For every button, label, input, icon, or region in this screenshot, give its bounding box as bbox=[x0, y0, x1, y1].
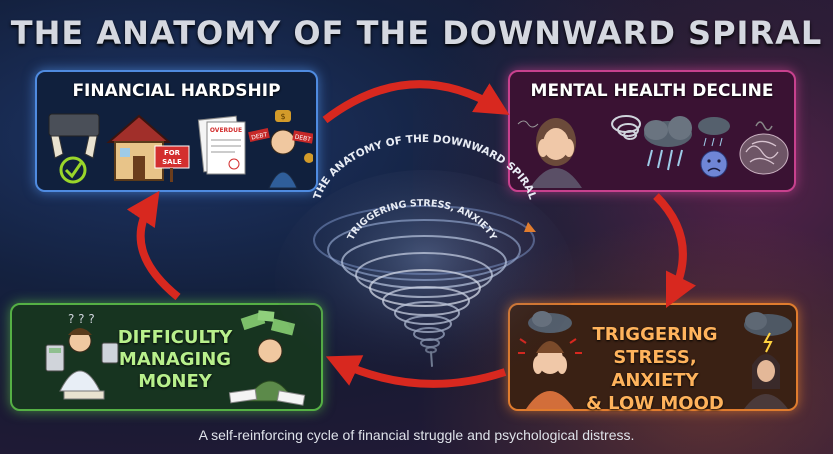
svg-text:$: $ bbox=[280, 112, 285, 121]
confused-man-icon: ? ? ? bbox=[45, 312, 119, 400]
difficulty-illustration: ? ? ? bbox=[45, 310, 306, 406]
difficulty-managing-money-label: DIFFICULTY MANAGING MONEY bbox=[117, 327, 233, 392]
financial-hardship-panel: FINANCIAL HARDSHIP FOR SALE OVERDUE bbox=[35, 70, 318, 192]
financial-hardship-label: FINANCIAL HARDSHIP bbox=[72, 81, 281, 101]
page-title: THE ANATOMY OF THE DOWNWARD SPIRAL bbox=[10, 14, 823, 52]
triggering-stress-label: TRIGGERING STRESS, ANXIETY & LOW MOOD bbox=[586, 324, 724, 414]
checkmark-icon bbox=[59, 156, 87, 184]
overdue-bills-icon: OVERDUE bbox=[197, 115, 246, 175]
svg-text:SALE: SALE bbox=[162, 158, 182, 166]
mental-health-decline-label: MENTAL HEALTH DECLINE bbox=[530, 81, 774, 101]
empty-pockets-icon bbox=[48, 113, 100, 159]
financial-hardship-illustration: FOR SALE OVERDUE $ DEBT DEBT bbox=[48, 110, 313, 189]
difficulty-managing-money-panel: ? ? ? DIFFICULTY MANAGING MONEY bbox=[10, 303, 323, 411]
vortex-icon bbox=[313, 205, 535, 367]
spiral-arrow-tip-icon bbox=[524, 222, 536, 232]
caption: A self-reinforcing cycle of financial st… bbox=[198, 427, 635, 443]
triggering-illustration bbox=[518, 311, 792, 409]
overdue-text: OVERDUE bbox=[210, 127, 242, 134]
for-sale-sign-text: FOR bbox=[164, 149, 181, 157]
house-for-sale-icon: FOR SALE bbox=[106, 114, 190, 182]
sad-woman-storm-icon bbox=[744, 312, 792, 409]
svg-text:DEBT: DEBT bbox=[294, 134, 311, 144]
anxious-woman-icon bbox=[517, 118, 582, 188]
svg-text:DEBT: DEBT bbox=[251, 131, 269, 141]
svg-text:? ? ?: ? ? ? bbox=[68, 312, 95, 326]
swirl-icon bbox=[611, 115, 642, 140]
stressed-person-icon: $ DEBT DEBT bbox=[248, 110, 313, 189]
sad-face-cloud-icon bbox=[698, 117, 730, 178]
tangled-brain-icon bbox=[739, 121, 789, 175]
mental-health-illustration bbox=[517, 115, 789, 188]
rain-cloud-icon bbox=[644, 116, 692, 171]
mental-health-decline-panel: MENTAL HEALTH DECLINE bbox=[508, 70, 796, 192]
